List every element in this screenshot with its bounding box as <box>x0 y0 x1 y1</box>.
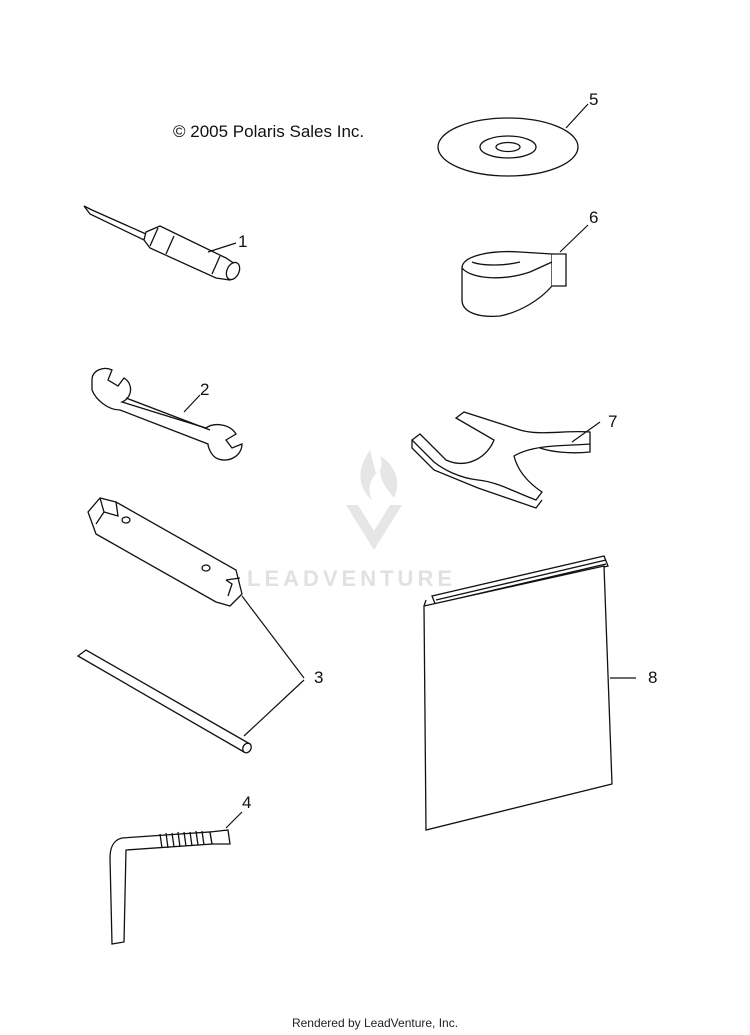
callout-3: 3 <box>314 668 324 687</box>
leader-line-1 <box>207 242 237 253</box>
callout-2: 2 <box>200 380 210 399</box>
callout-1: 1 <box>238 232 248 251</box>
owners-manual-icon <box>423 555 613 831</box>
strap-icon <box>461 250 567 318</box>
callout-4: 4 <box>242 793 252 812</box>
callout-6: 6 <box>589 208 599 227</box>
tommy-bar-icon <box>76 649 252 754</box>
hex-key-icon <box>109 829 231 945</box>
leader-line-6 <box>559 224 589 253</box>
open-end-wrench-icon <box>91 367 243 461</box>
leader-line-4 <box>225 811 243 829</box>
screwdriver-icon <box>83 205 241 281</box>
watermark-text: LEADVENTURE <box>247 566 457 591</box>
spanner-tool-icon <box>411 411 591 509</box>
callout-8: 8 <box>648 668 658 687</box>
leader-line-5 <box>565 103 589 129</box>
watermark-logo-icon <box>346 450 402 550</box>
leader-line-3 <box>241 595 305 737</box>
tube-socket-wrench-icon <box>87 497 243 607</box>
footer-credit: Rendered by LeadVenture, Inc. <box>291 1016 459 1030</box>
cd-disc-icon <box>437 117 579 177</box>
copyright-notice: © 2005 Polaris Sales Inc. <box>173 122 365 141</box>
callout-5: 5 <box>589 90 599 109</box>
leader-line-2 <box>183 394 201 413</box>
callout-7: 7 <box>608 412 618 431</box>
leader-line-7 <box>571 421 601 443</box>
